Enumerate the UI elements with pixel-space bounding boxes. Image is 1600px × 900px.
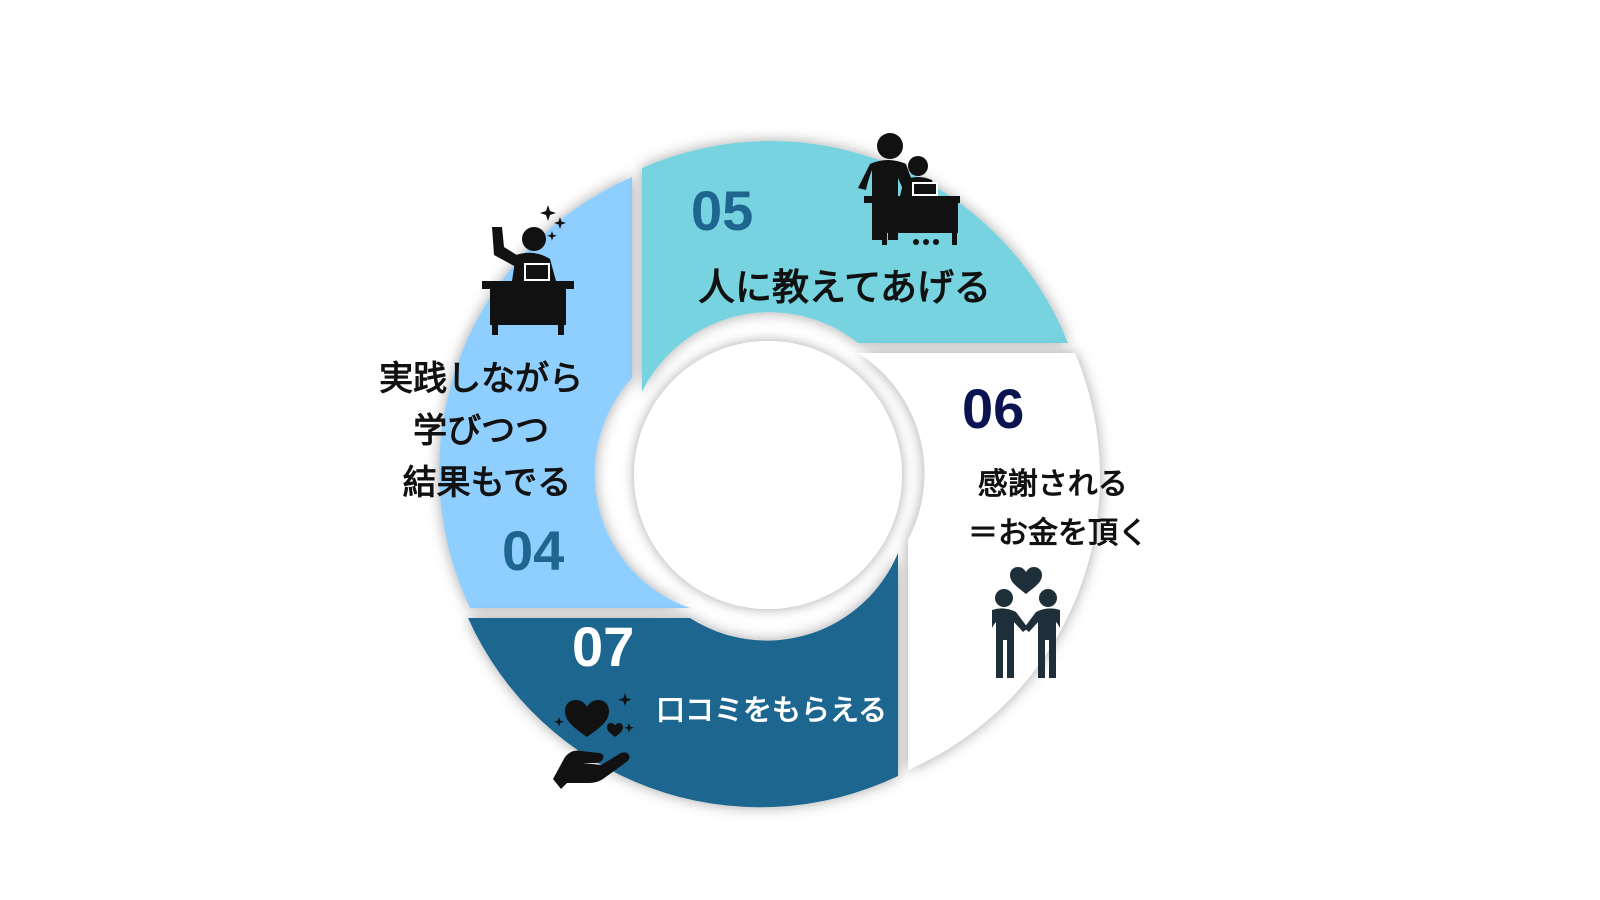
segment-06-label-line-2: ＝お金を頂く (968, 516, 1148, 551)
segment-06-label-line-1: 感謝される (978, 467, 1128, 502)
segment-07-label-line-1: 口コミをもらえる (656, 693, 887, 727)
segment-07 (468, 553, 898, 808)
segment-05-label-line-1: 人に教えてあげる (698, 266, 991, 309)
segment-04-label: 実践しながら 学びつつ 結果もでる (379, 359, 595, 503)
person-raising-hand-at-desk-icon (482, 205, 574, 335)
center-hole (634, 341, 902, 609)
two-people-heart-exchange-icon (992, 567, 1060, 678)
hand-holding-hearts-icon (553, 693, 634, 789)
segment-04-label-line-2: 学びつつ (413, 411, 549, 451)
segment-07-label: 口コミをもらえる (656, 693, 887, 727)
segment-04-number: 04 (502, 519, 564, 582)
segment-05-label: 人に教えてあげる (698, 266, 991, 309)
teacher-helping-student-at-desk-icon (858, 133, 960, 245)
segment-04-label-line-1: 実践しながら (379, 359, 583, 399)
segment-07-number: 07 (572, 615, 634, 678)
segment-05-number: 05 (691, 179, 753, 242)
segment-05 (642, 141, 1068, 392)
segment-06-label: 感謝される ＝お金を頂く (968, 467, 1148, 551)
segment-06 (858, 353, 1100, 770)
segment-06-number: 06 (962, 377, 1024, 440)
segment-04-label-line-3: 結果もでる (403, 463, 572, 503)
